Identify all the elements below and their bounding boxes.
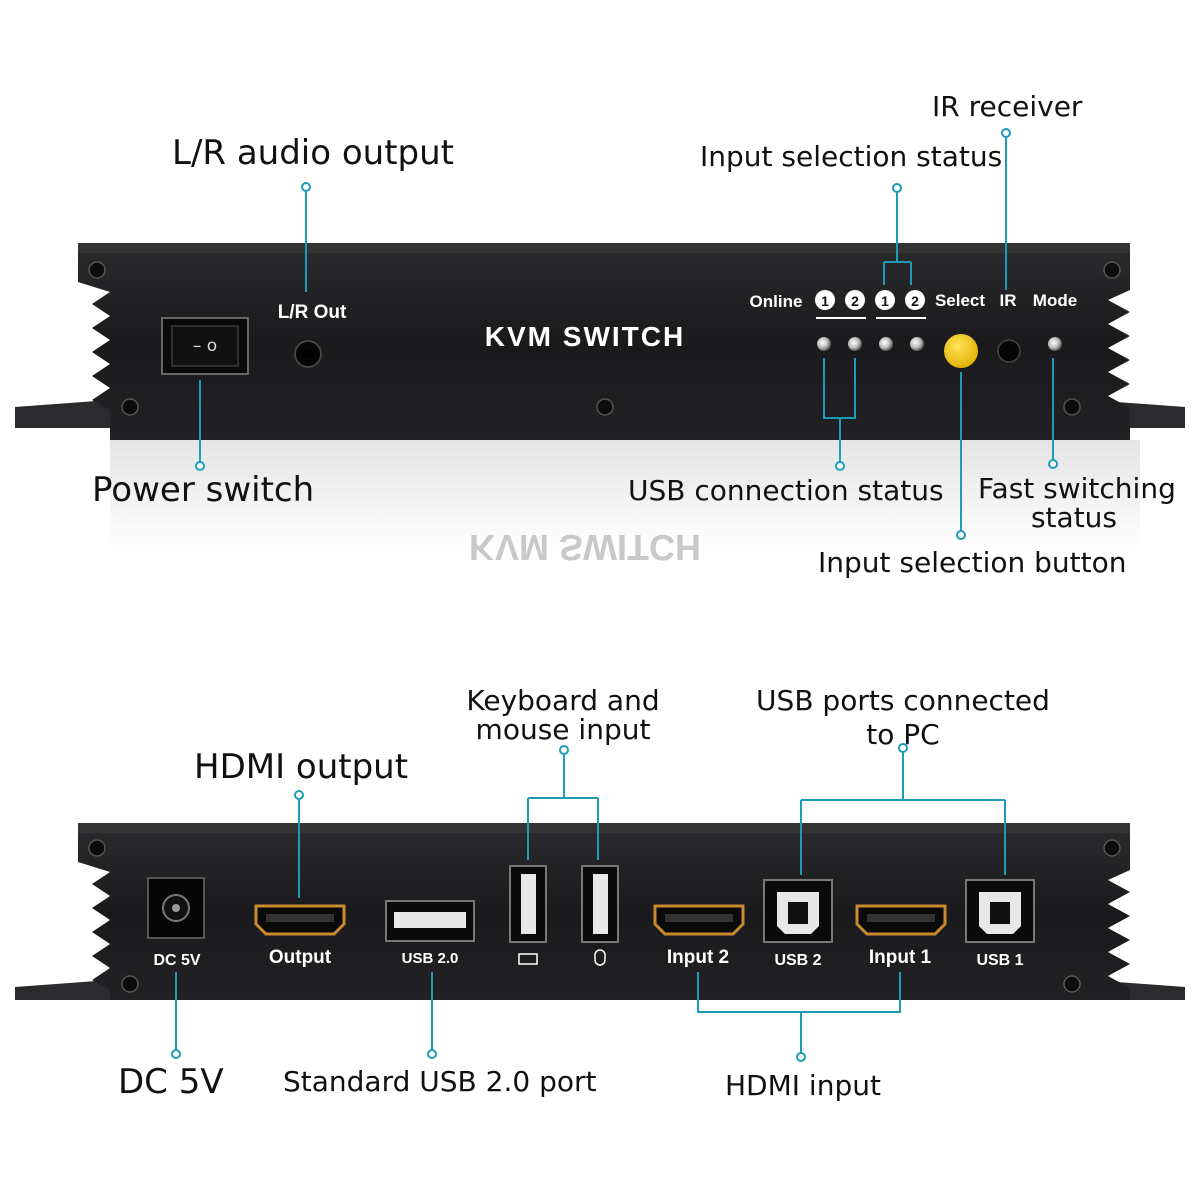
rear-panel-device: DC 5V Output USB 2.0 Input 2 USB 2 Input…	[15, 823, 1185, 1000]
online-num-1: 1	[821, 293, 829, 309]
usb20-label: USB 2.0	[402, 950, 459, 967]
output-label: Output	[269, 947, 332, 968]
online-number-badges: 1 2 1 2	[815, 290, 925, 310]
brand-text: KVM SWITCH	[485, 321, 685, 352]
screw-icon	[1063, 975, 1081, 993]
screw-icon	[1103, 261, 1121, 279]
keyboard-mouse-line1: Keyboard and	[466, 684, 660, 717]
screw-icon	[121, 975, 139, 993]
select-led-1	[879, 337, 893, 351]
callout-fast-switching-status: Fast switching status	[978, 472, 1176, 535]
mouse-icon	[594, 949, 606, 966]
dc-label: DC 5V	[153, 952, 200, 969]
front-chassis	[78, 250, 1130, 440]
front-top-edge	[78, 243, 1130, 253]
rear-left-bracket	[15, 980, 110, 1000]
front-reflection	[110, 440, 1140, 550]
online-label: Online	[750, 292, 803, 311]
rear-leaders	[171, 743, 1006, 1062]
usb-ports-pc-line2: to PC	[866, 717, 940, 751]
callout-hdmi-output: HDMI output	[194, 747, 409, 787]
fast-switching-line2: status	[1030, 501, 1118, 535]
hdmi-input2-contacts	[665, 914, 733, 922]
callout-keyboard-mouse-input: Keyboard and mouse input	[458, 686, 668, 745]
callout-lr-audio-output: L/R audio output	[172, 133, 454, 173]
usb2-label: USB 2	[774, 952, 821, 969]
mode-label: Mode	[1033, 291, 1077, 310]
online-led-2	[848, 337, 862, 351]
ir-label: IR	[1000, 291, 1017, 310]
front-leaders	[195, 128, 1058, 540]
front-left-bracket	[15, 400, 110, 428]
rear-top-edge	[78, 823, 1130, 833]
usb20-tongue	[394, 912, 466, 928]
callout-dc-5v: DC 5V	[118, 1062, 224, 1102]
usb1-label: USB 1	[976, 952, 1023, 969]
front-reflection-text: KVM SWITCH	[469, 527, 701, 568]
callout-standard-usb: Standard USB 2.0 port	[283, 1065, 597, 1098]
dc-jack-pin	[172, 904, 180, 912]
lr-out-label: L/R Out	[278, 302, 347, 323]
mode-led	[1048, 337, 1062, 351]
mouse-usb-tongue	[593, 874, 608, 934]
select-num-1: 1	[881, 293, 889, 309]
callout-usb-connection-status: USB connection status	[628, 474, 944, 507]
select-label: Select	[935, 291, 985, 310]
power-switch-rocker[interactable]	[171, 325, 239, 367]
ir-receiver-icon	[997, 339, 1021, 363]
callout-usb-ports-pc: USB ports connected to PC	[752, 684, 1054, 751]
select-num-2: 2	[911, 293, 919, 309]
audio-jack-hole	[303, 349, 313, 359]
keyboard-icon	[518, 953, 538, 965]
screw-icon	[121, 398, 139, 416]
input2-label: Input 2	[667, 947, 729, 968]
screw-icon	[1063, 398, 1081, 416]
usb-ports-pc-line1: USB ports connected	[756, 684, 1050, 717]
callout-input-selection-status: Input selection status	[700, 140, 1003, 173]
usb-b-port-2-core	[788, 902, 808, 924]
callout-hdmi-input: HDMI input	[725, 1069, 881, 1102]
screw-icon	[88, 261, 106, 279]
screw-icon	[596, 398, 614, 416]
screw-icon	[88, 839, 106, 857]
hdmi-input1-contacts	[867, 914, 935, 922]
online-num-2: 2	[851, 293, 859, 309]
front-panel-device: KVM SWITCH – o L/R Out KVM SWITCH Online…	[15, 243, 1185, 568]
keyboard-usb-tongue	[521, 874, 536, 934]
callout-input-selection-button: Input selection button	[818, 546, 1127, 579]
fast-switching-line1: Fast switching	[978, 472, 1176, 505]
callout-power-switch: Power switch	[92, 470, 315, 510]
power-switch-marks: – o	[193, 336, 217, 356]
hdmi-output-contacts	[266, 914, 334, 922]
input1-label: Input 1	[869, 947, 932, 968]
usb-b-port-1-core	[990, 902, 1010, 924]
online-led-1	[817, 337, 831, 351]
select-button[interactable]	[944, 334, 978, 368]
callout-ir-receiver: IR receiver	[932, 90, 1083, 123]
keyboard-mouse-line2: mouse input	[475, 713, 651, 747]
screw-icon	[1103, 839, 1121, 857]
select-led-2	[910, 337, 924, 351]
